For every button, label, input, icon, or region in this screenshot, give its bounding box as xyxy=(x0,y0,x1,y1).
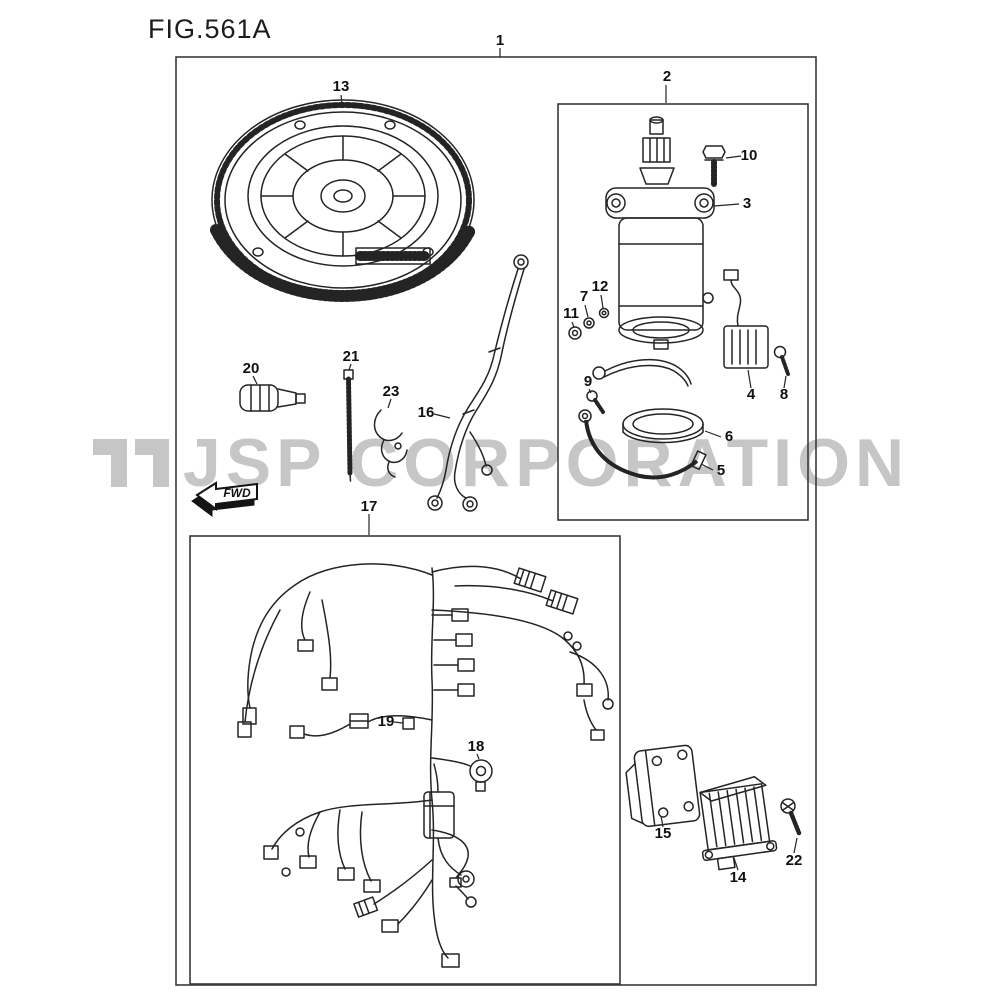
starter-subassembly-box xyxy=(557,103,809,521)
callout-21: 21 xyxy=(343,348,360,365)
callout-9: 9 xyxy=(584,373,592,390)
callout-17: 17 xyxy=(361,498,378,515)
callout-16: 16 xyxy=(418,404,435,421)
harness-clip-19 xyxy=(402,717,415,730)
callout-14: 14 xyxy=(730,869,747,886)
retainer-ring-6 xyxy=(622,408,704,444)
harness-subassembly-box xyxy=(189,535,621,985)
bolt-9 xyxy=(586,390,605,414)
starter-motor xyxy=(605,116,715,350)
rectifier-14 xyxy=(699,776,778,871)
callout-19: 19 xyxy=(378,713,395,730)
grommet-20 xyxy=(239,384,306,412)
callout-4: 4 xyxy=(747,386,756,403)
callout-18: 18 xyxy=(468,738,485,755)
screw-22 xyxy=(780,798,802,836)
battery-cable-5 xyxy=(578,409,707,480)
callout-20: 20 xyxy=(243,360,260,377)
callout-7: 7 xyxy=(580,288,588,305)
leader-lines xyxy=(252,48,798,871)
cable-16 xyxy=(427,254,529,512)
callout-11: 11 xyxy=(563,305,579,322)
callout-15: 15 xyxy=(655,825,672,842)
flywheel-magneto xyxy=(210,99,476,302)
fwd-arrow: FWD xyxy=(191,481,258,517)
watermark-text: JSP CORPORATION xyxy=(182,425,910,501)
callout-22: 22 xyxy=(786,852,803,869)
main-border-box xyxy=(175,56,817,986)
watermark: JSP CORPORATION xyxy=(0,424,1000,502)
clamp-23 xyxy=(373,409,408,478)
callout-23: 23 xyxy=(383,383,400,400)
callout-13: 13 xyxy=(333,78,350,95)
bracket-15 xyxy=(625,744,701,828)
harness-boot-18 xyxy=(469,759,493,783)
callout-10: 10 xyxy=(741,147,758,164)
callout-6: 6 xyxy=(725,428,733,445)
callout-5: 5 xyxy=(717,462,725,479)
relay-4 xyxy=(723,269,769,369)
starter-cable-strap xyxy=(592,358,692,387)
screw-8 xyxy=(773,345,790,376)
fwd-label: FWD xyxy=(223,486,251,500)
wiring-harness xyxy=(237,563,614,968)
callout-3: 3 xyxy=(743,195,751,212)
bolt-10 xyxy=(702,145,726,187)
washers-11-7-12 xyxy=(568,307,610,340)
screw-21 xyxy=(343,369,354,482)
callout-labels: 1 2 13 10 3 12 7 11 9 4 8 6 5 20 21 23 1… xyxy=(243,32,803,886)
callout-12: 12 xyxy=(592,278,609,295)
callout-8: 8 xyxy=(780,386,788,403)
jsp-logo-watermark xyxy=(92,439,169,487)
callout-1: 1 xyxy=(496,32,504,49)
figure-title: FIG.561A xyxy=(148,14,272,44)
callout-2: 2 xyxy=(663,68,671,85)
